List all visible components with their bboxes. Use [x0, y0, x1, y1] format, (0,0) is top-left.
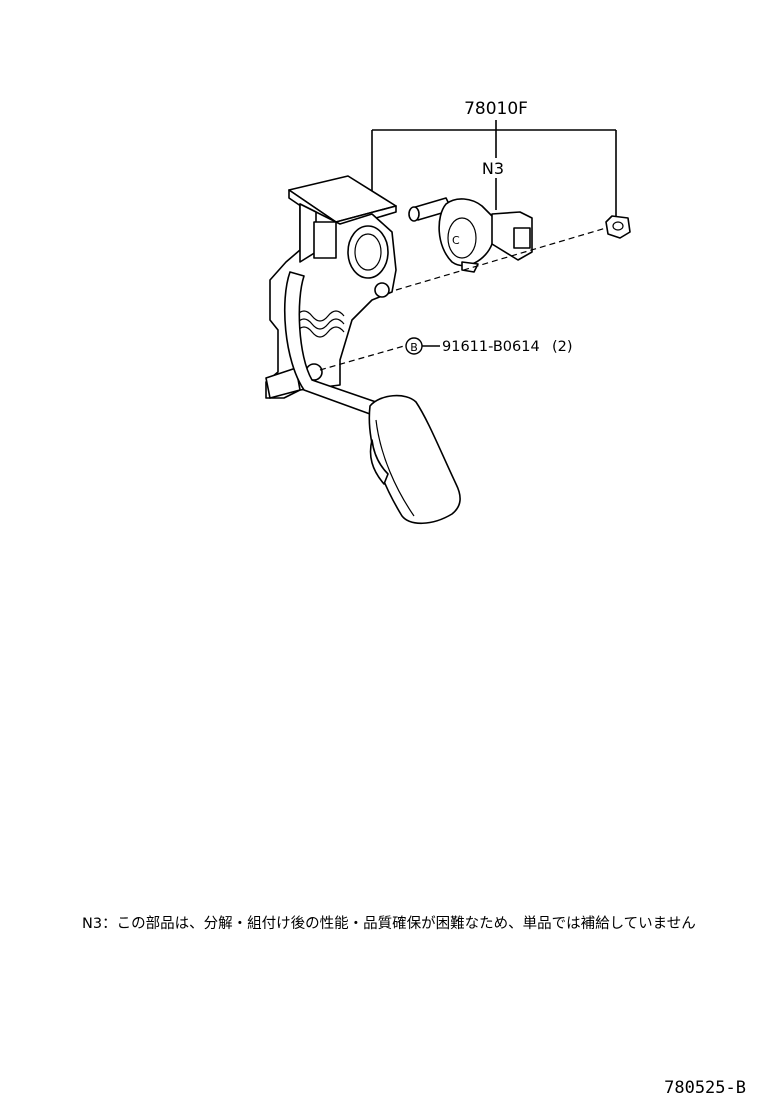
pedal-pad[interactable] — [368, 394, 461, 525]
sensor-mark: C — [452, 234, 460, 247]
bolt-callout[interactable]: B 91611-B0614 (2) — [405, 337, 573, 355]
assembly-lines — [319, 227, 607, 371]
bolt-part-number[interactable]: 91611-B0614 — [442, 339, 540, 355]
footnote-text: N3：この部品は、分解・組付け後の性能・品質確保が困難なため、単品では補給してい… — [82, 916, 696, 932]
assembly-bracket — [371, 120, 617, 218]
bolt-reference-letter: B — [410, 341, 418, 354]
assembly-part-number[interactable]: 78010F — [464, 99, 528, 119]
pedal-position-sensor[interactable]: C — [408, 197, 533, 273]
note-reference-label: N3 — [482, 159, 504, 178]
diagram-id: 780525-B — [664, 1078, 746, 1098]
bolt-quantity: (2) — [552, 339, 573, 355]
nut[interactable] — [605, 215, 631, 239]
